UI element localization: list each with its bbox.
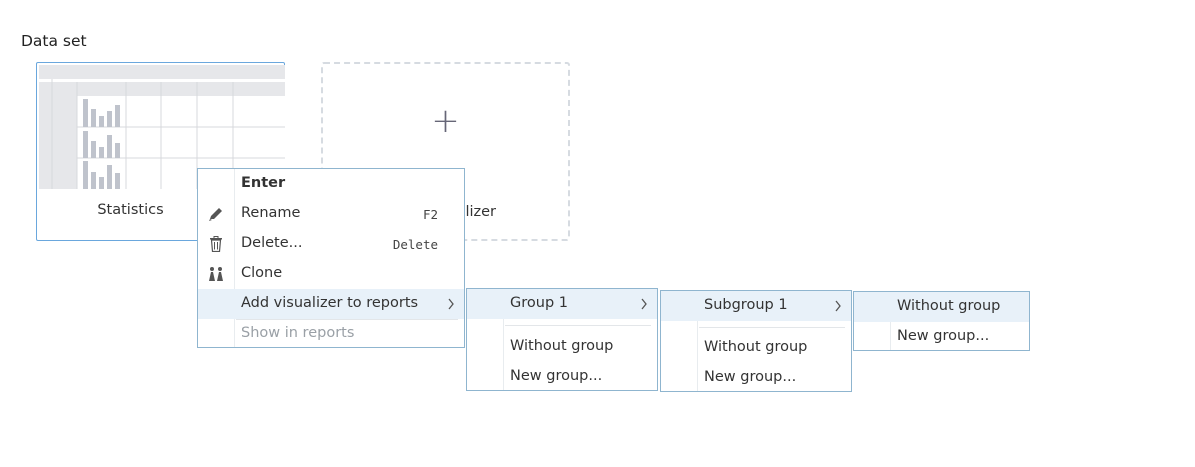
menu-item-group-1[interactable]: Group 1 [467,289,657,319]
menu-item-new-group[interactable]: New group... [897,328,990,344]
menu-item-without-group[interactable]: Without group [704,339,808,355]
menu-item-enter[interactable]: Enter [241,175,286,191]
submenu-groups: Group 1 Without group New group... [466,288,658,391]
visualizer-card-statistics[interactable]: Statistics [36,62,285,241]
menu-item-rename[interactable]: Rename F2 [198,199,464,229]
trash-icon [207,236,225,252]
menu-item-clone[interactable]: Clone [198,259,464,289]
menu-item-without-group[interactable]: Without group [854,292,1029,322]
menu-item-add-visualizer[interactable]: Add visualizer to reports [198,289,464,319]
clone-icon [207,266,225,282]
menu-item-new-group[interactable]: New group... [510,368,603,384]
menu-item-show-in-reports[interactable]: Show in reports [241,325,355,341]
submenu-subgroups: Subgroup 1 Without group New group... [660,290,852,392]
chevron-right-icon [835,300,841,312]
add-visualizer-label: lizer [465,204,496,220]
menu-item-subgroup-1[interactable]: Subgroup 1 [661,291,851,321]
plus-icon: + [431,101,460,141]
context-menu: Enter Rename F2 Delete... Delete Clone A… [197,168,465,348]
chevron-right-icon [641,298,647,310]
card-label: Statistics [97,202,164,218]
submenu-final: Without group New group... [853,291,1030,351]
menu-item-without-group[interactable]: Without group [510,338,614,354]
menu-item-delete[interactable]: Delete... Delete [198,229,464,259]
section-title: Data set [21,32,87,50]
table-chart-thumbnail [39,65,285,189]
menu-item-new-group[interactable]: New group... [704,369,797,385]
chevron-right-icon [448,298,454,310]
pencil-icon [207,206,225,222]
